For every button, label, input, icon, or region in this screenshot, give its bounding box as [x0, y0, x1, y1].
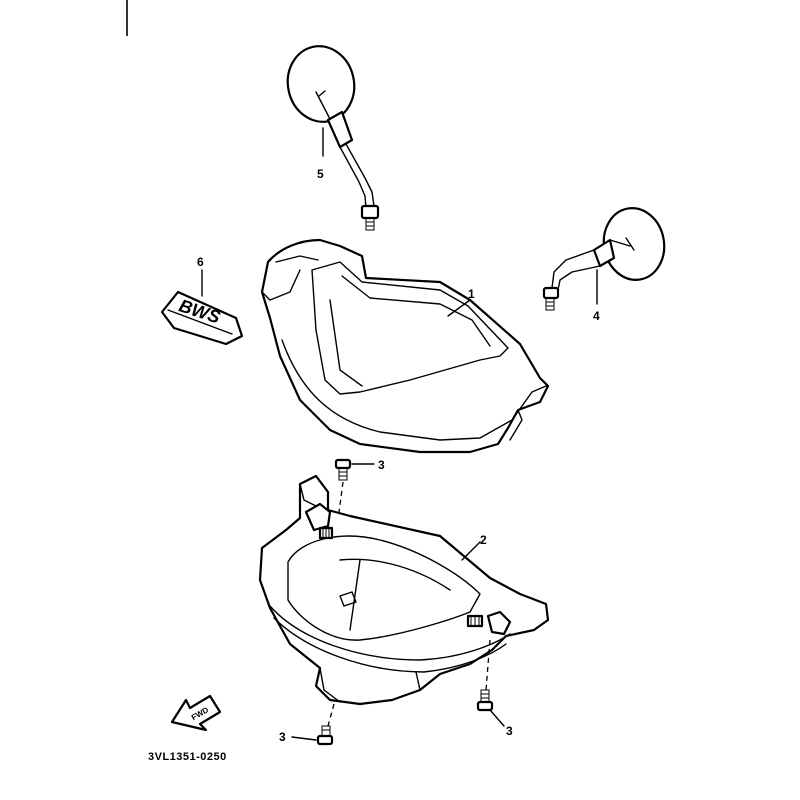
mirror-left	[286, 45, 380, 231]
callout-3b: 3	[279, 730, 286, 744]
screw-top	[334, 458, 352, 481]
mirror-right	[542, 207, 666, 311]
callout-5: 5	[317, 167, 324, 181]
leader-1	[447, 299, 471, 317]
leader-2	[461, 541, 481, 561]
callout-3a: 3	[378, 458, 385, 472]
screw-right	[476, 689, 494, 712]
leader-3c	[489, 709, 505, 727]
screw-bottom-axis	[327, 703, 335, 727]
callout-4: 4	[593, 309, 600, 323]
callout-2: 2	[480, 533, 487, 547]
emblem-bws: BWS	[160, 290, 244, 346]
handlebar-cover-upper	[260, 238, 550, 454]
fwd-arrow: FWD	[170, 694, 222, 732]
leader-3b	[291, 736, 317, 741]
callout-3c: 3	[506, 724, 513, 738]
handlebar-cover-lower	[258, 474, 550, 706]
callout-1: 1	[468, 287, 475, 301]
screw-bottom	[316, 725, 334, 746]
callout-6: 6	[197, 255, 204, 269]
diagram-code: 3VL1351-0250	[148, 751, 227, 763]
